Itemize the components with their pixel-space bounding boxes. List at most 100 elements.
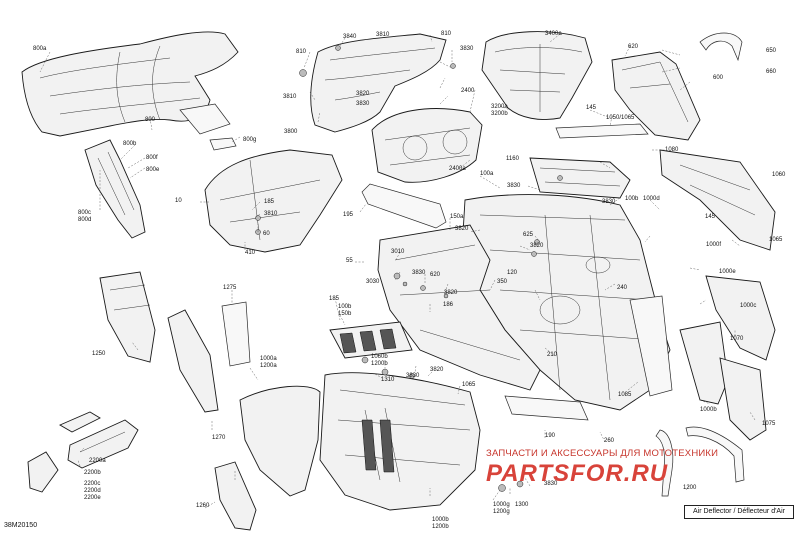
callout-label: 100a <box>480 171 494 177</box>
panel-1250-part <box>99 271 156 363</box>
side-trim-part <box>555 123 776 251</box>
watermark-logo: PARTSFOR.RU <box>486 460 669 487</box>
callout-label: 800c 800d <box>78 210 92 223</box>
panel-1270-part <box>167 309 219 413</box>
watermark-tagline: ЗАПЧАСТИ И АКСЕССУАРЫ ДЛЯ МОТОТЕХНИКИ <box>486 448 719 459</box>
diagram-code: 38M20150 <box>4 522 38 529</box>
callout-label: 1250 <box>92 351 106 357</box>
callout-label: 3830 <box>602 199 616 205</box>
callout-label: 260 <box>604 438 615 444</box>
air-deflector-part <box>655 426 745 497</box>
callout-label: 3830 <box>544 481 558 487</box>
callout-label: 1075 <box>762 421 776 427</box>
callout-label: 1065 <box>769 237 783 243</box>
callout-label: 2200c 2200d 2200e <box>84 481 101 501</box>
callout-label: 3830 <box>507 183 521 189</box>
callout-label: 1200 <box>683 485 697 491</box>
callout-label: 1060 <box>772 172 786 178</box>
air-deflector-caption: Air Deflector / Déflecteur d'Air <box>684 505 794 519</box>
callout-label: 3830 <box>412 270 426 276</box>
callout-label: 186 <box>443 302 454 308</box>
main-body-part <box>461 194 671 411</box>
dash-panel-part <box>204 149 343 253</box>
callout-label: 3820 <box>430 367 444 373</box>
callout-label: 1270 <box>212 435 226 441</box>
trim-strip-part <box>361 183 447 229</box>
callout-label: 650 <box>766 48 777 54</box>
lower-fairing-part <box>239 372 481 511</box>
callout-label: 3820 <box>530 243 544 249</box>
rear-bar-part <box>529 157 631 199</box>
callout-label: 1000d <box>643 196 660 202</box>
callout-label: 1050/1065 <box>606 115 635 121</box>
trim-190-part <box>504 395 589 421</box>
front-fender-part <box>21 31 239 137</box>
callout-label: 185 <box>329 296 340 302</box>
callout-label: 3830 <box>356 101 370 107</box>
callout-label: 3820 <box>356 91 370 97</box>
callout-label: 1260 <box>196 503 210 509</box>
callout-label: 3820 <box>455 226 469 232</box>
callout-label: 1000b 1200b <box>432 517 449 530</box>
callout-label: 55 <box>346 258 353 264</box>
callout-label: 190 <box>545 433 556 439</box>
callout-label: 240 <box>617 285 628 291</box>
watermark: ЗАПЧАСТИ И АКСЕССУАРЫ ДЛЯ МОТОТЕХНИКИ PA… <box>486 448 786 488</box>
callout-label: 3810 <box>376 32 390 38</box>
callout-label: 3810 <box>264 211 278 217</box>
callout-label: 100b 150b <box>338 304 352 317</box>
callout-label: 1275 <box>223 285 237 291</box>
panel-1260-part <box>214 461 257 531</box>
callout-label: 100b <box>625 196 639 202</box>
callout-label: 1160 <box>506 156 519 162</box>
callout-label: 150a <box>450 214 464 220</box>
callout-label: 1085 <box>618 392 632 398</box>
callout-label: 2200b <box>84 470 101 476</box>
callout-label: 1000b <box>700 407 717 413</box>
callout-label: 1000c <box>740 303 757 309</box>
callout-label: 620 <box>430 272 441 278</box>
callout-label: 800f <box>146 155 158 161</box>
callout-label: 3830 <box>460 46 474 52</box>
callout-label: 3820 <box>444 290 458 296</box>
callout-label: 2200a <box>89 458 106 464</box>
callout-label: 410 <box>245 250 256 256</box>
callout-label: 3800 <box>284 129 298 135</box>
callout-label: 800a <box>33 46 47 52</box>
callout-label: 3830 <box>406 373 420 379</box>
callout-label: 810 <box>441 31 452 37</box>
storage-bin-part <box>481 31 593 120</box>
headlight-part <box>371 108 483 183</box>
hardware-fasteners <box>361 175 563 492</box>
callout-label: 1310 <box>381 377 395 383</box>
callout-label: 3840 <box>343 34 357 40</box>
callout-label: 210 <box>547 352 558 358</box>
callout-label: 1065 <box>462 382 476 388</box>
callout-label: 1000e <box>719 269 736 275</box>
callout-label: 145 <box>586 105 597 111</box>
callout-label: 620 <box>628 44 639 50</box>
callout-label: 1080 <box>665 147 679 153</box>
callout-label: 3200a 3200b <box>491 104 508 117</box>
callout-label: 350 <box>497 279 508 285</box>
fender-bracket-part <box>84 137 237 239</box>
callout-label: 1060b 1200b <box>371 354 388 367</box>
leader-lines <box>39 33 756 509</box>
callout-label: 3030 <box>366 279 380 285</box>
right-panels-part <box>629 275 776 441</box>
callout-label: 1300 <box>515 502 529 508</box>
callout-label: 10 <box>175 198 182 204</box>
callout-label: 2400 <box>461 88 475 94</box>
vent-grille-part <box>329 321 413 359</box>
callout-label: 660 <box>766 69 777 75</box>
callout-label: 800b <box>123 141 137 147</box>
callout-label: 145 <box>705 214 716 220</box>
callout-label: 2400a <box>449 166 466 172</box>
callout-label: 120 <box>507 270 518 276</box>
top-frame-part <box>611 32 743 141</box>
callout-label: 1000g 1200g <box>493 502 510 515</box>
callout-label: 185 <box>264 199 275 205</box>
callout-label: 60 <box>263 231 270 237</box>
